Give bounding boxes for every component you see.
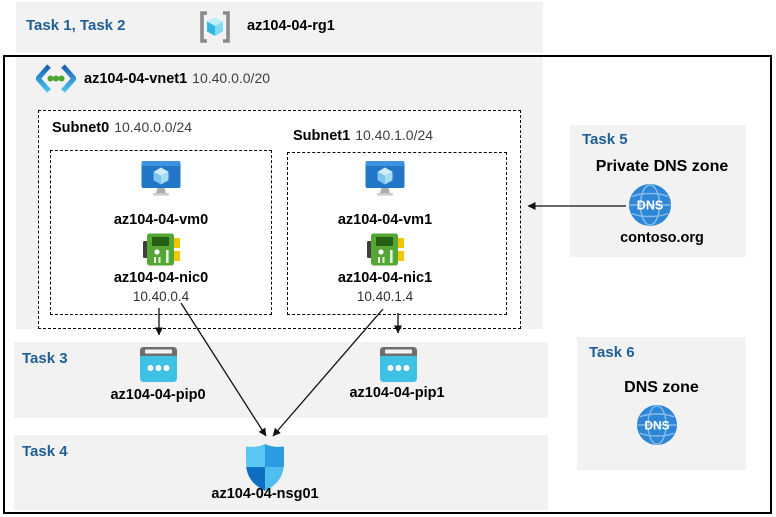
nic1-name: az104-04-nic1 [337, 270, 433, 286]
svg-text:DNS: DNS [637, 199, 663, 213]
resource-group-name: az104-04-rg1 [247, 18, 335, 34]
vm1-icon [365, 161, 405, 196]
vm1-name: az104-04-vm1 [337, 212, 433, 228]
resource-group-band: Task 1, Task 2 az104-04-rg1 [16, 2, 543, 53]
pip0-name: az104-04-pip0 [110, 387, 206, 403]
subnet1-cidr: 10.40.1.0/24 [355, 127, 434, 143]
private-dns-zone-name: contoso.org [620, 230, 704, 246]
task4-band: Task 4 az104-04-nsg01 [14, 435, 548, 510]
nic1-icon [367, 233, 404, 266]
vm0-icon [141, 161, 181, 196]
dns-zone-title: DNS zone [624, 379, 699, 396]
subnet1-name: Subnet1 [293, 128, 351, 144]
dns-zone-icon: DNS [636, 404, 678, 446]
vnet-name: az104-04-vnet1 [84, 71, 188, 87]
task5-box: Task 5 Private DNS zone DNS contoso.org [570, 125, 746, 257]
svg-text:DNS: DNS [644, 418, 669, 432]
nsg-shield-icon [246, 444, 284, 491]
vnet-cidr: 10.40.0.0/20 [192, 70, 271, 86]
private-dns-icon: DNS [629, 184, 671, 226]
virtual-network-icon [36, 64, 76, 93]
nic0-icon [143, 233, 180, 266]
nic0-name: az104-04-nic0 [113, 270, 209, 286]
task4-label: Task 4 [22, 443, 68, 460]
nsg-name: az104-04-nsg01 [211, 486, 319, 502]
subnet0-name: Subnet0 [52, 120, 110, 136]
task6-label: Task 6 [589, 344, 635, 361]
nic1-ip: 10.40.1.4 [356, 289, 414, 304]
nic0-ip: 10.40.0.4 [132, 289, 190, 304]
private-dns-zone-title: Private DNS zone [595, 158, 729, 175]
subnet0-cidr: 10.40.0.0/24 [114, 119, 193, 135]
pip1-name: az104-04-pip1 [349, 385, 445, 401]
vm0-name: az104-04-vm0 [113, 212, 209, 228]
task5-label: Task 5 [582, 131, 628, 148]
pip0-icon [140, 347, 177, 382]
task3-label: Task 3 [22, 350, 68, 367]
task3-band: Task 3 az104-04-pip0 az104-04-pip1 [14, 342, 548, 418]
task-1-2-label: Task 1, Task 2 [26, 17, 126, 34]
pip1-icon [380, 347, 417, 382]
task6-box: Task 6 DNS zone DNS [577, 337, 746, 470]
resource-group-icon [200, 11, 230, 43]
